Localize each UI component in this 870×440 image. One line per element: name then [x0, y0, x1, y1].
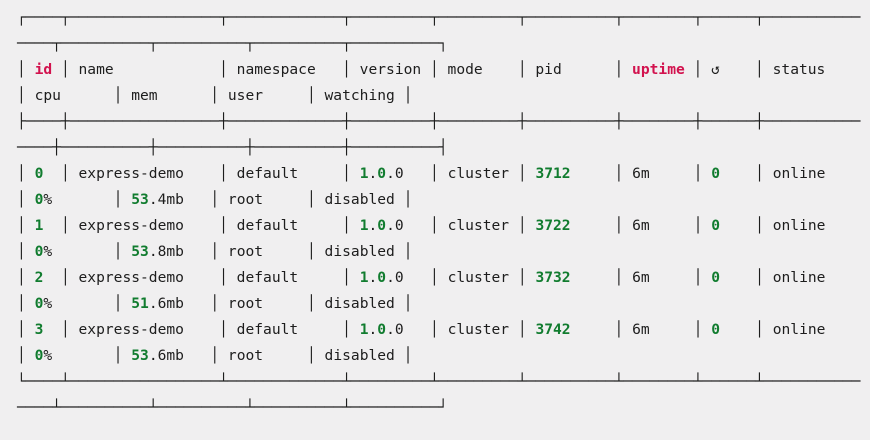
- terminal-line: ────┼──────────┼──────────┼──────────┼──…: [17, 139, 448, 156]
- terminal-line: │ id │ name │ namespace │ version │ mode…: [17, 61, 861, 78]
- terminal-line: ────┴──────────┴──────────┴──────────┴──…: [17, 399, 448, 416]
- terminal-line: │ 0 │ express-demo │ default │ 1.0.0 │ c…: [17, 165, 861, 182]
- terminal-line: ────┬──────────┬──────────┬──────────┬──…: [17, 35, 448, 52]
- terminal-line: ┌────┬─────────────────┬─────────────┬──…: [17, 9, 861, 26]
- terminal-line: │ 1 │ express-demo │ default │ 1.0.0 │ c…: [17, 217, 861, 234]
- terminal-line: │ 0% │ 51.6mb │ root │ disabled │: [17, 295, 413, 312]
- terminal-line: │ 0% │ 53.6mb │ root │ disabled │: [17, 347, 413, 364]
- terminal-line: │ 2 │ express-demo │ default │ 1.0.0 │ c…: [17, 269, 861, 286]
- terminal-line: └────┴─────────────────┴─────────────┴──…: [17, 373, 861, 390]
- terminal-line: │ 0% │ 53.4mb │ root │ disabled │: [17, 191, 413, 208]
- terminal-output: ┌────┬─────────────────┬─────────────┬──…: [17, 5, 870, 421]
- terminal-line: ├────┼─────────────────┼─────────────┼──…: [17, 113, 861, 130]
- terminal-line: │ 0% │ 53.8mb │ root │ disabled │: [17, 243, 413, 260]
- terminal-line: │ 3 │ express-demo │ default │ 1.0.0 │ c…: [17, 321, 861, 338]
- terminal-line: │ cpu │ mem │ user │ watching │: [17, 87, 413, 104]
